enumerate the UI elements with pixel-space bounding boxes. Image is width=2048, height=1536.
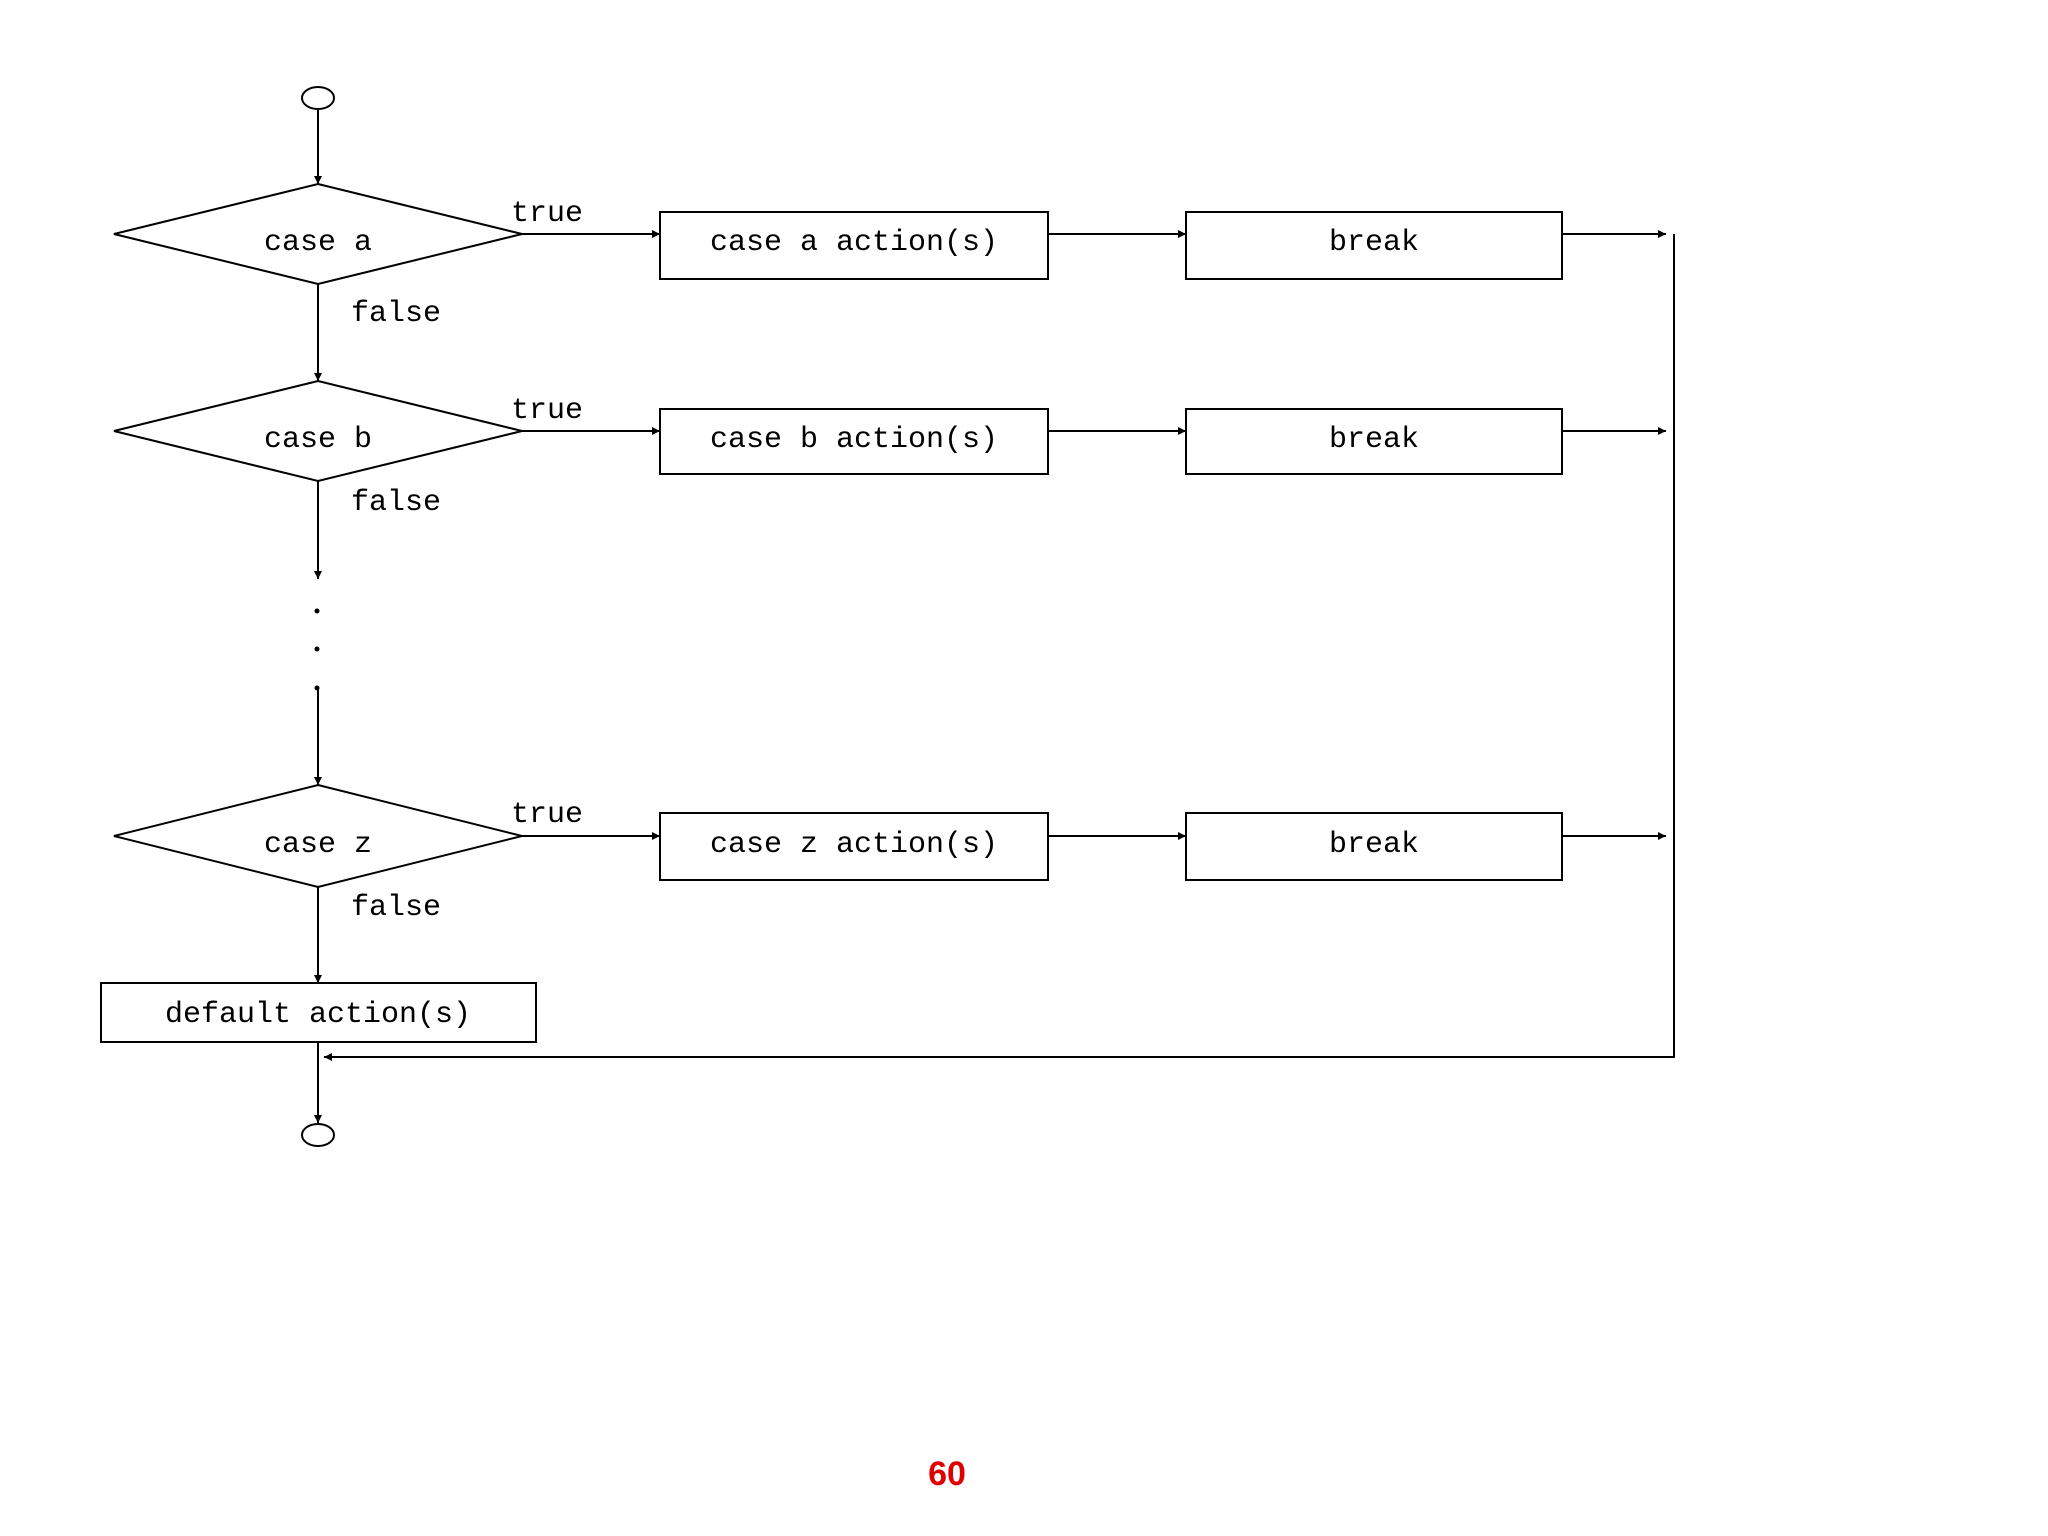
default-action (100, 982, 537, 1043)
ellipsis-dot-1 (314, 608, 320, 614)
ellipsis-dot-2 (314, 646, 320, 652)
break-case-a-label: break (1329, 226, 1419, 260)
break-case-a (1185, 211, 1563, 280)
break-case-z (1185, 812, 1563, 881)
action-case-a (659, 211, 1049, 280)
action-case-z-label: case z action(s) (710, 828, 998, 862)
merge-return-line (324, 234, 1675, 1061)
action-case-z (659, 812, 1049, 881)
edge-label-case-z-false: false (351, 891, 441, 925)
start-node (301, 86, 335, 110)
edge-label-case-z-true: true (511, 798, 583, 832)
break-case-z-label: break (1329, 828, 1419, 862)
action-case-b-label: case b action(s) (710, 423, 998, 457)
edge-label-case-a-false: false (351, 297, 441, 331)
action-case-a-label: case a action(s) (710, 226, 998, 260)
edge-label-case-b-true: true (511, 394, 583, 428)
decision-case-z-label: case z (264, 828, 372, 862)
end-node (301, 1123, 335, 1147)
decision-case-b-label: case b (264, 423, 372, 457)
break-case-b-label: break (1329, 423, 1419, 457)
edge-label-case-b-false: false (351, 486, 441, 520)
edge-label-case-a-true: true (511, 197, 583, 231)
default-action-label: default action(s) (165, 998, 471, 1032)
decision-case-a-label: case a (264, 226, 372, 260)
page-number: 60 (928, 1455, 966, 1493)
action-case-b (659, 408, 1049, 475)
break-case-b (1185, 408, 1563, 475)
